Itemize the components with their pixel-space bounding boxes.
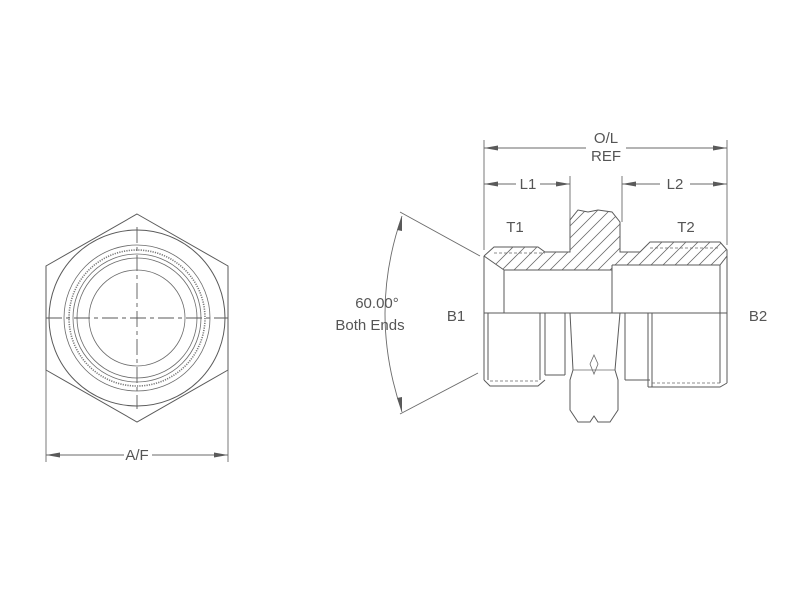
b2-bore-label: B2 (749, 308, 767, 325)
t1-thread-label: T1 (506, 219, 524, 236)
side-view (384, 140, 728, 423)
overall-length-label: O/L (594, 130, 618, 147)
l2-dimension-label: L2 (667, 176, 684, 193)
af-dimension-label: A/F (125, 447, 148, 464)
l1-dimension-label: L1 (520, 176, 537, 193)
overall-length-ref-label: REF (591, 148, 621, 165)
section-hatching (484, 210, 727, 270)
end-view (45, 213, 229, 462)
angle-value-label: 60.00° (355, 295, 399, 312)
hex-outline (45, 213, 229, 423)
angle-note-label: Both Ends (335, 317, 404, 334)
b1-bore-label: B1 (447, 308, 465, 325)
t2-thread-label: T2 (677, 219, 695, 236)
